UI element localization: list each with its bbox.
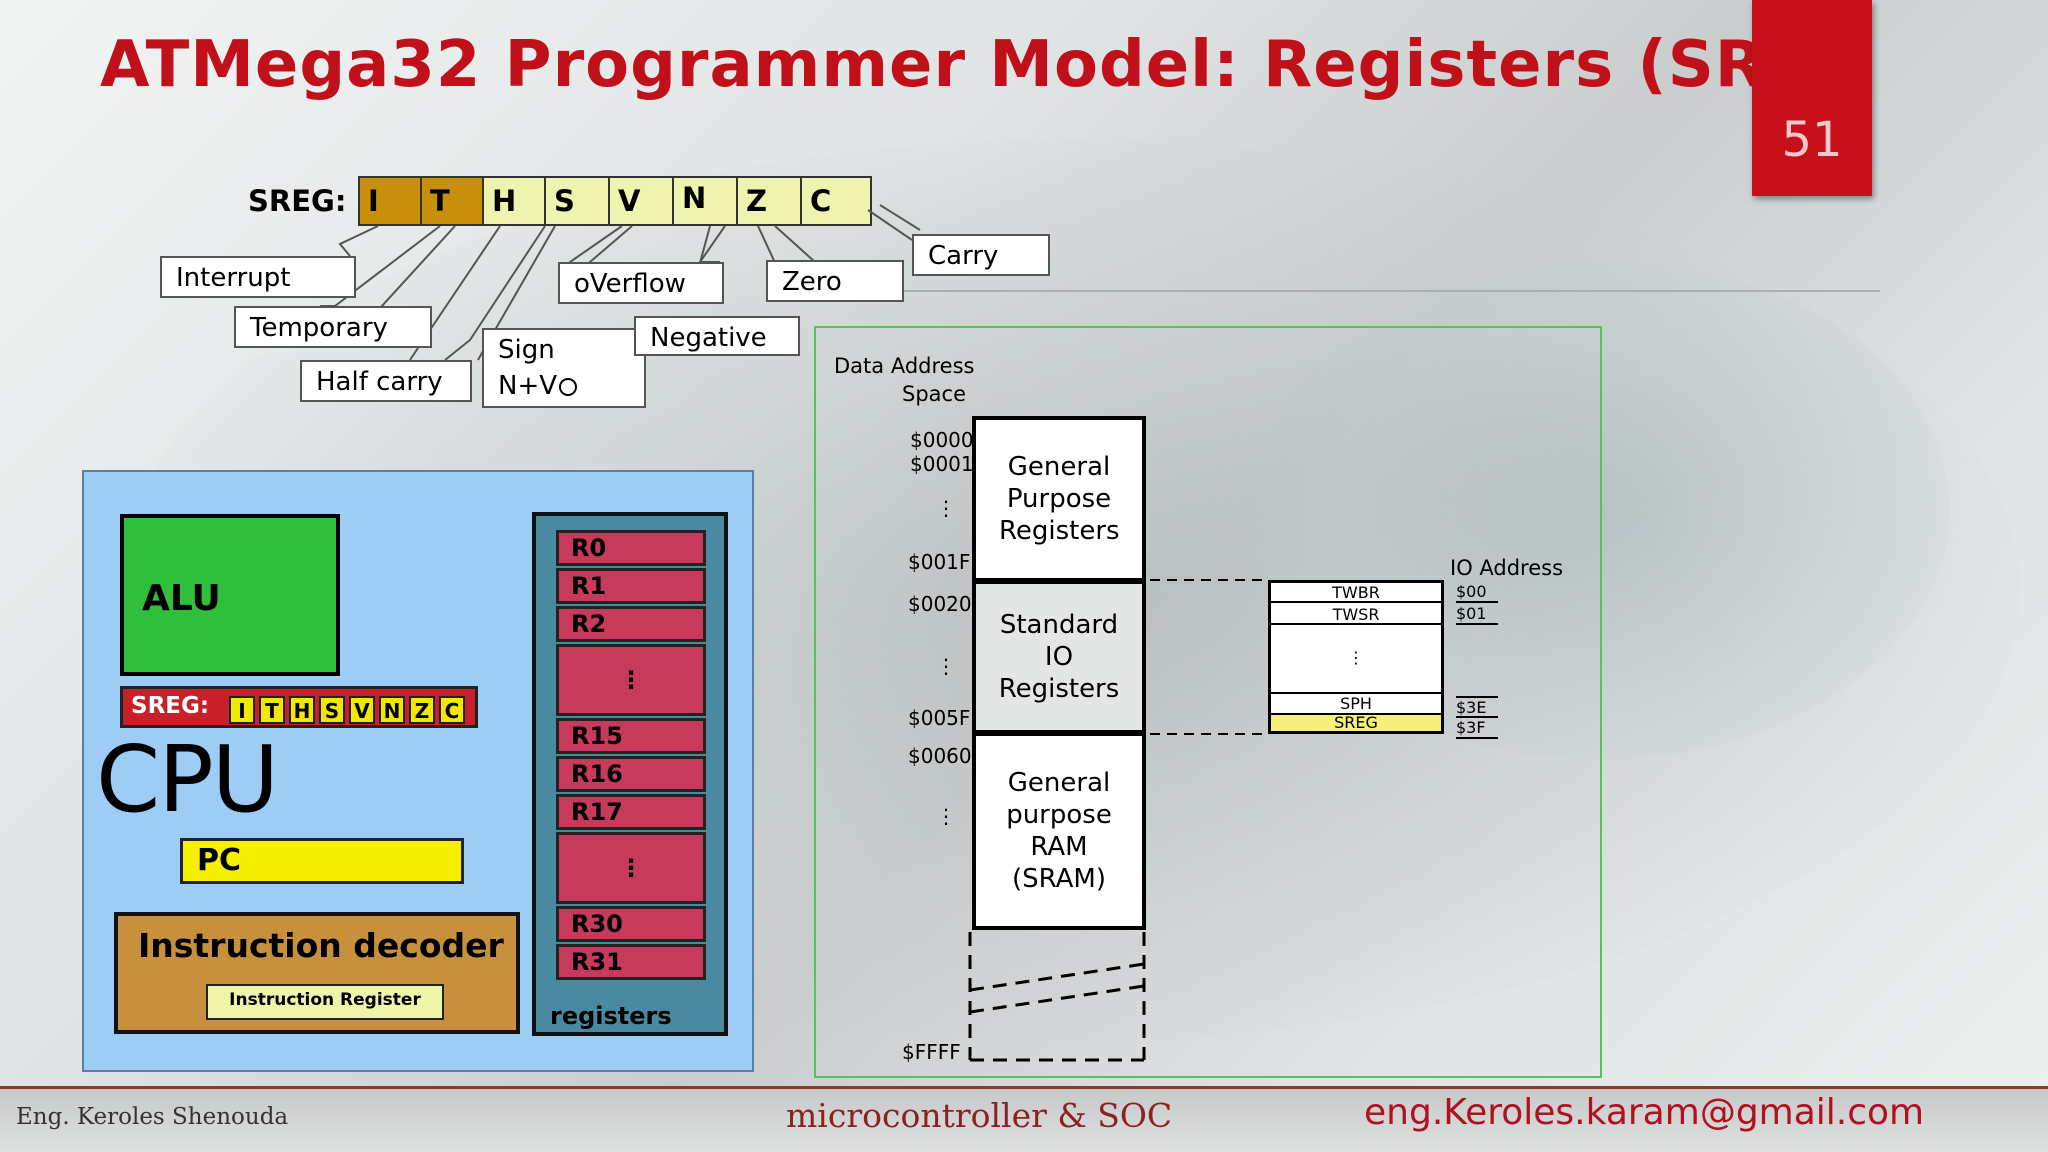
- footer-email: eng.Keroles.karam@gmail.com: [1364, 1092, 1925, 1133]
- instruction-decoder: Instruction decoder Instruction Register: [114, 912, 520, 1034]
- segment-io-label: Standard IO Registers: [998, 610, 1120, 704]
- address-0000: $0000: [910, 428, 974, 452]
- address-0001: $0001: [910, 452, 974, 476]
- cpu-sreg: SREG: I T H S V N Z C: [120, 686, 478, 728]
- callout-overflow: oVerflow: [558, 262, 724, 304]
- sreg-bit-z: Z: [736, 176, 802, 226]
- cpu-sreg-bit-v: V: [349, 696, 375, 724]
- register-r30: R30: [556, 906, 706, 942]
- register-ellipsis: ⋮: [556, 832, 706, 904]
- callout-sign: Sign N+V: [482, 328, 646, 408]
- slide-title: ATMega32 Programmer Model: Registers (SR…: [100, 28, 1796, 102]
- callout-sign-formula: N+V: [498, 368, 644, 404]
- footer-bar: [0, 1086, 2048, 1152]
- callout-negative: Negative: [634, 316, 800, 356]
- page-number: 51: [1781, 112, 1843, 168]
- callout-carry: Carry: [912, 234, 1050, 276]
- segment-sram-label: General purpose RAM (SRAM): [1006, 768, 1112, 894]
- io-row-ellipsis: ⋮: [1348, 648, 1364, 667]
- memory-map-frame: [814, 326, 1602, 1078]
- page-number-box: 51: [1752, 0, 1872, 196]
- cpu-sreg-bit-h: H: [289, 696, 315, 724]
- address-dots: ⋮: [936, 804, 956, 828]
- callout-half-carry: Half carry: [300, 360, 472, 402]
- register-r1: R1: [556, 568, 706, 604]
- address-001F: $001F: [908, 550, 971, 574]
- register-r15: R15: [556, 718, 706, 754]
- address-0060: $0060: [908, 744, 972, 768]
- register-r31: R31: [556, 944, 706, 980]
- io-register-table: [1268, 580, 1444, 734]
- address-dots: ⋮: [936, 654, 956, 678]
- cpu-sreg-label: SREG:: [131, 693, 210, 719]
- cpu-sreg-bit-t: T: [259, 696, 285, 724]
- cpu-sreg-bit-i: I: [229, 696, 255, 724]
- alu-block: ALU: [120, 514, 340, 676]
- cpu-sreg-bit-z: Z: [409, 696, 435, 724]
- footer-course: microcontroller & SOC: [786, 1096, 1173, 1135]
- address-005F: $005F: [908, 706, 971, 730]
- io-addr: $3F: [1456, 716, 1498, 739]
- segment-standard-io-registers: Standard IO Registers: [972, 580, 1146, 734]
- register-r16: R16: [556, 756, 706, 792]
- io-row-sreg: SREG: [1271, 713, 1441, 731]
- register-r17: R17: [556, 794, 706, 830]
- sreg-label: SREG:: [248, 184, 347, 218]
- cpu-sreg-bit-n: N: [379, 696, 405, 724]
- io-addr: $00: [1456, 582, 1498, 603]
- divider-line: [820, 290, 1880, 292]
- io-row-name: TWBR: [1271, 583, 1441, 603]
- segment-sram: General purpose RAM (SRAM): [972, 732, 1146, 930]
- register-ellipsis: ⋮: [556, 644, 706, 716]
- cpu-sreg-bit-c: C: [439, 696, 465, 724]
- data-address-heading-2: Space: [902, 382, 966, 406]
- sreg-bit-c: C: [800, 176, 872, 226]
- address-0020: $0020: [908, 592, 972, 616]
- sreg-bit-s: S: [544, 176, 610, 226]
- io-row-name: TWSR: [1271, 605, 1441, 625]
- footer-author: Eng. Keroles Shenouda: [16, 1104, 289, 1130]
- sreg-bit-n: N: [672, 176, 738, 226]
- register-r0: R0: [556, 530, 706, 566]
- sreg-bit-t: T: [420, 176, 484, 226]
- instruction-register: Instruction Register: [206, 984, 444, 1020]
- program-counter: PC: [180, 838, 464, 884]
- io-row-name: SPH: [1271, 692, 1441, 713]
- callout-temporary: Temporary: [234, 306, 432, 348]
- callout-sign-label: Sign: [498, 335, 555, 365]
- io-addr: $3E: [1456, 696, 1498, 717]
- callout-zero: Zero: [766, 260, 904, 302]
- segment-general-purpose-registers: General Purpose Registers: [972, 416, 1146, 582]
- data-address-heading-1: Data Address: [834, 354, 975, 378]
- register-file: R0 R1 R2 ⋮ R15 R16 R17 ⋮ R30 R31 registe…: [532, 512, 728, 1036]
- cpu-label: CPU: [96, 726, 279, 833]
- io-addr: $01: [1456, 604, 1498, 625]
- cpu-sreg-bit-s: S: [319, 696, 345, 724]
- registers-label: registers: [550, 1002, 672, 1030]
- register-r2: R2: [556, 606, 706, 642]
- instruction-decoder-label: Instruction decoder: [138, 926, 504, 965]
- address-dots: ⋮: [936, 496, 956, 520]
- io-address-heading: IO Address: [1450, 556, 1564, 580]
- callout-interrupt: Interrupt: [160, 256, 356, 298]
- segment-gpr-label: General Purpose Registers: [999, 452, 1120, 546]
- address-FFFF: $FFFF: [902, 1040, 961, 1064]
